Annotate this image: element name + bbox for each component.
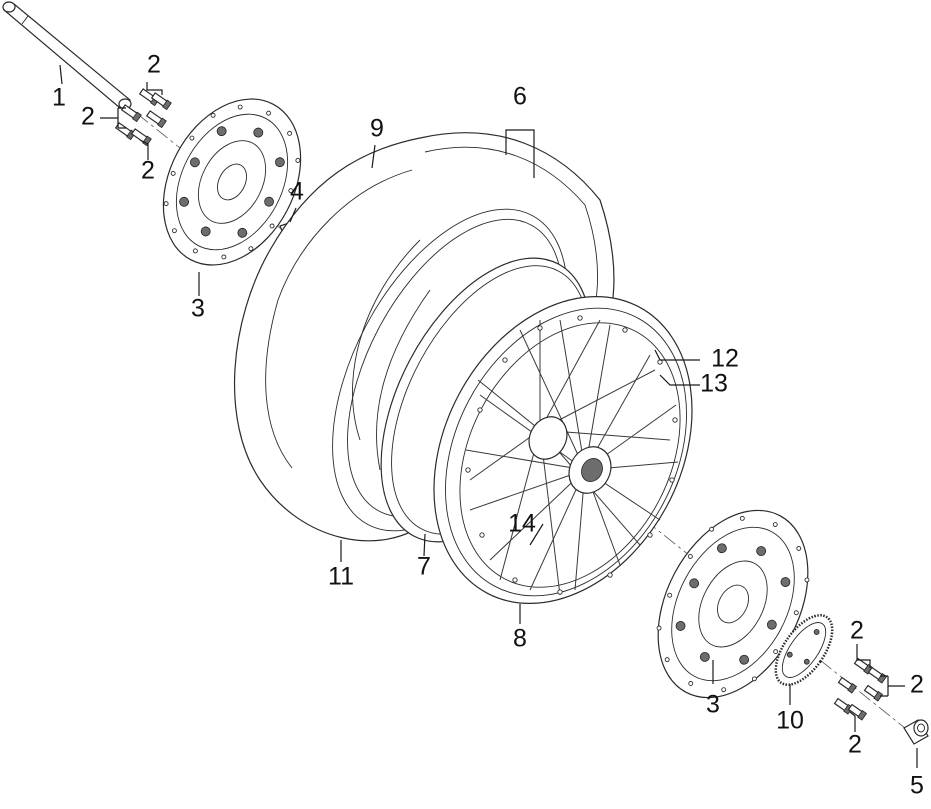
callout-2-top: 2 — [147, 51, 161, 79]
callout-3-right: 3 — [706, 691, 720, 719]
leader-lines — [59, 64, 918, 768]
callout-2-right-side: 2 — [910, 671, 924, 699]
callout-8: 8 — [513, 625, 527, 653]
abs-tone-ring-part — [774, 614, 834, 686]
callout-10: 10 — [776, 707, 804, 735]
right-spacer-part — [903, 719, 929, 745]
callout-9: 9 — [370, 115, 384, 143]
callout-2-right-top: 2 — [850, 617, 864, 645]
callout-3-left: 3 — [191, 295, 205, 323]
brake-disc-right — [656, 509, 810, 699]
brake-disc-left — [162, 98, 302, 266]
callout-7: 7 — [417, 553, 431, 581]
callout-2-mid: 2 — [141, 157, 155, 185]
callout-13: 13 — [700, 370, 728, 398]
callout-4: 4 — [290, 178, 304, 206]
callout-2-right-bottom: 2 — [848, 731, 862, 759]
callout-2-left: 2 — [81, 103, 95, 131]
axle-part — [2, 1, 132, 110]
callout-12: 12 — [711, 345, 739, 373]
callout-5: 5 — [910, 772, 924, 800]
spoked-rim-part — [433, 296, 693, 604]
callout-labels: 1 2 2 2 3 4 5 6 7 8 9 10 11 12 13 14 2 2… — [52, 51, 924, 800]
disc-bolts-right — [833, 657, 888, 721]
callout-1: 1 — [52, 84, 66, 112]
callout-11: 11 — [328, 563, 354, 591]
callout-14: 14 — [508, 510, 536, 538]
callout-6: 6 — [513, 83, 527, 111]
